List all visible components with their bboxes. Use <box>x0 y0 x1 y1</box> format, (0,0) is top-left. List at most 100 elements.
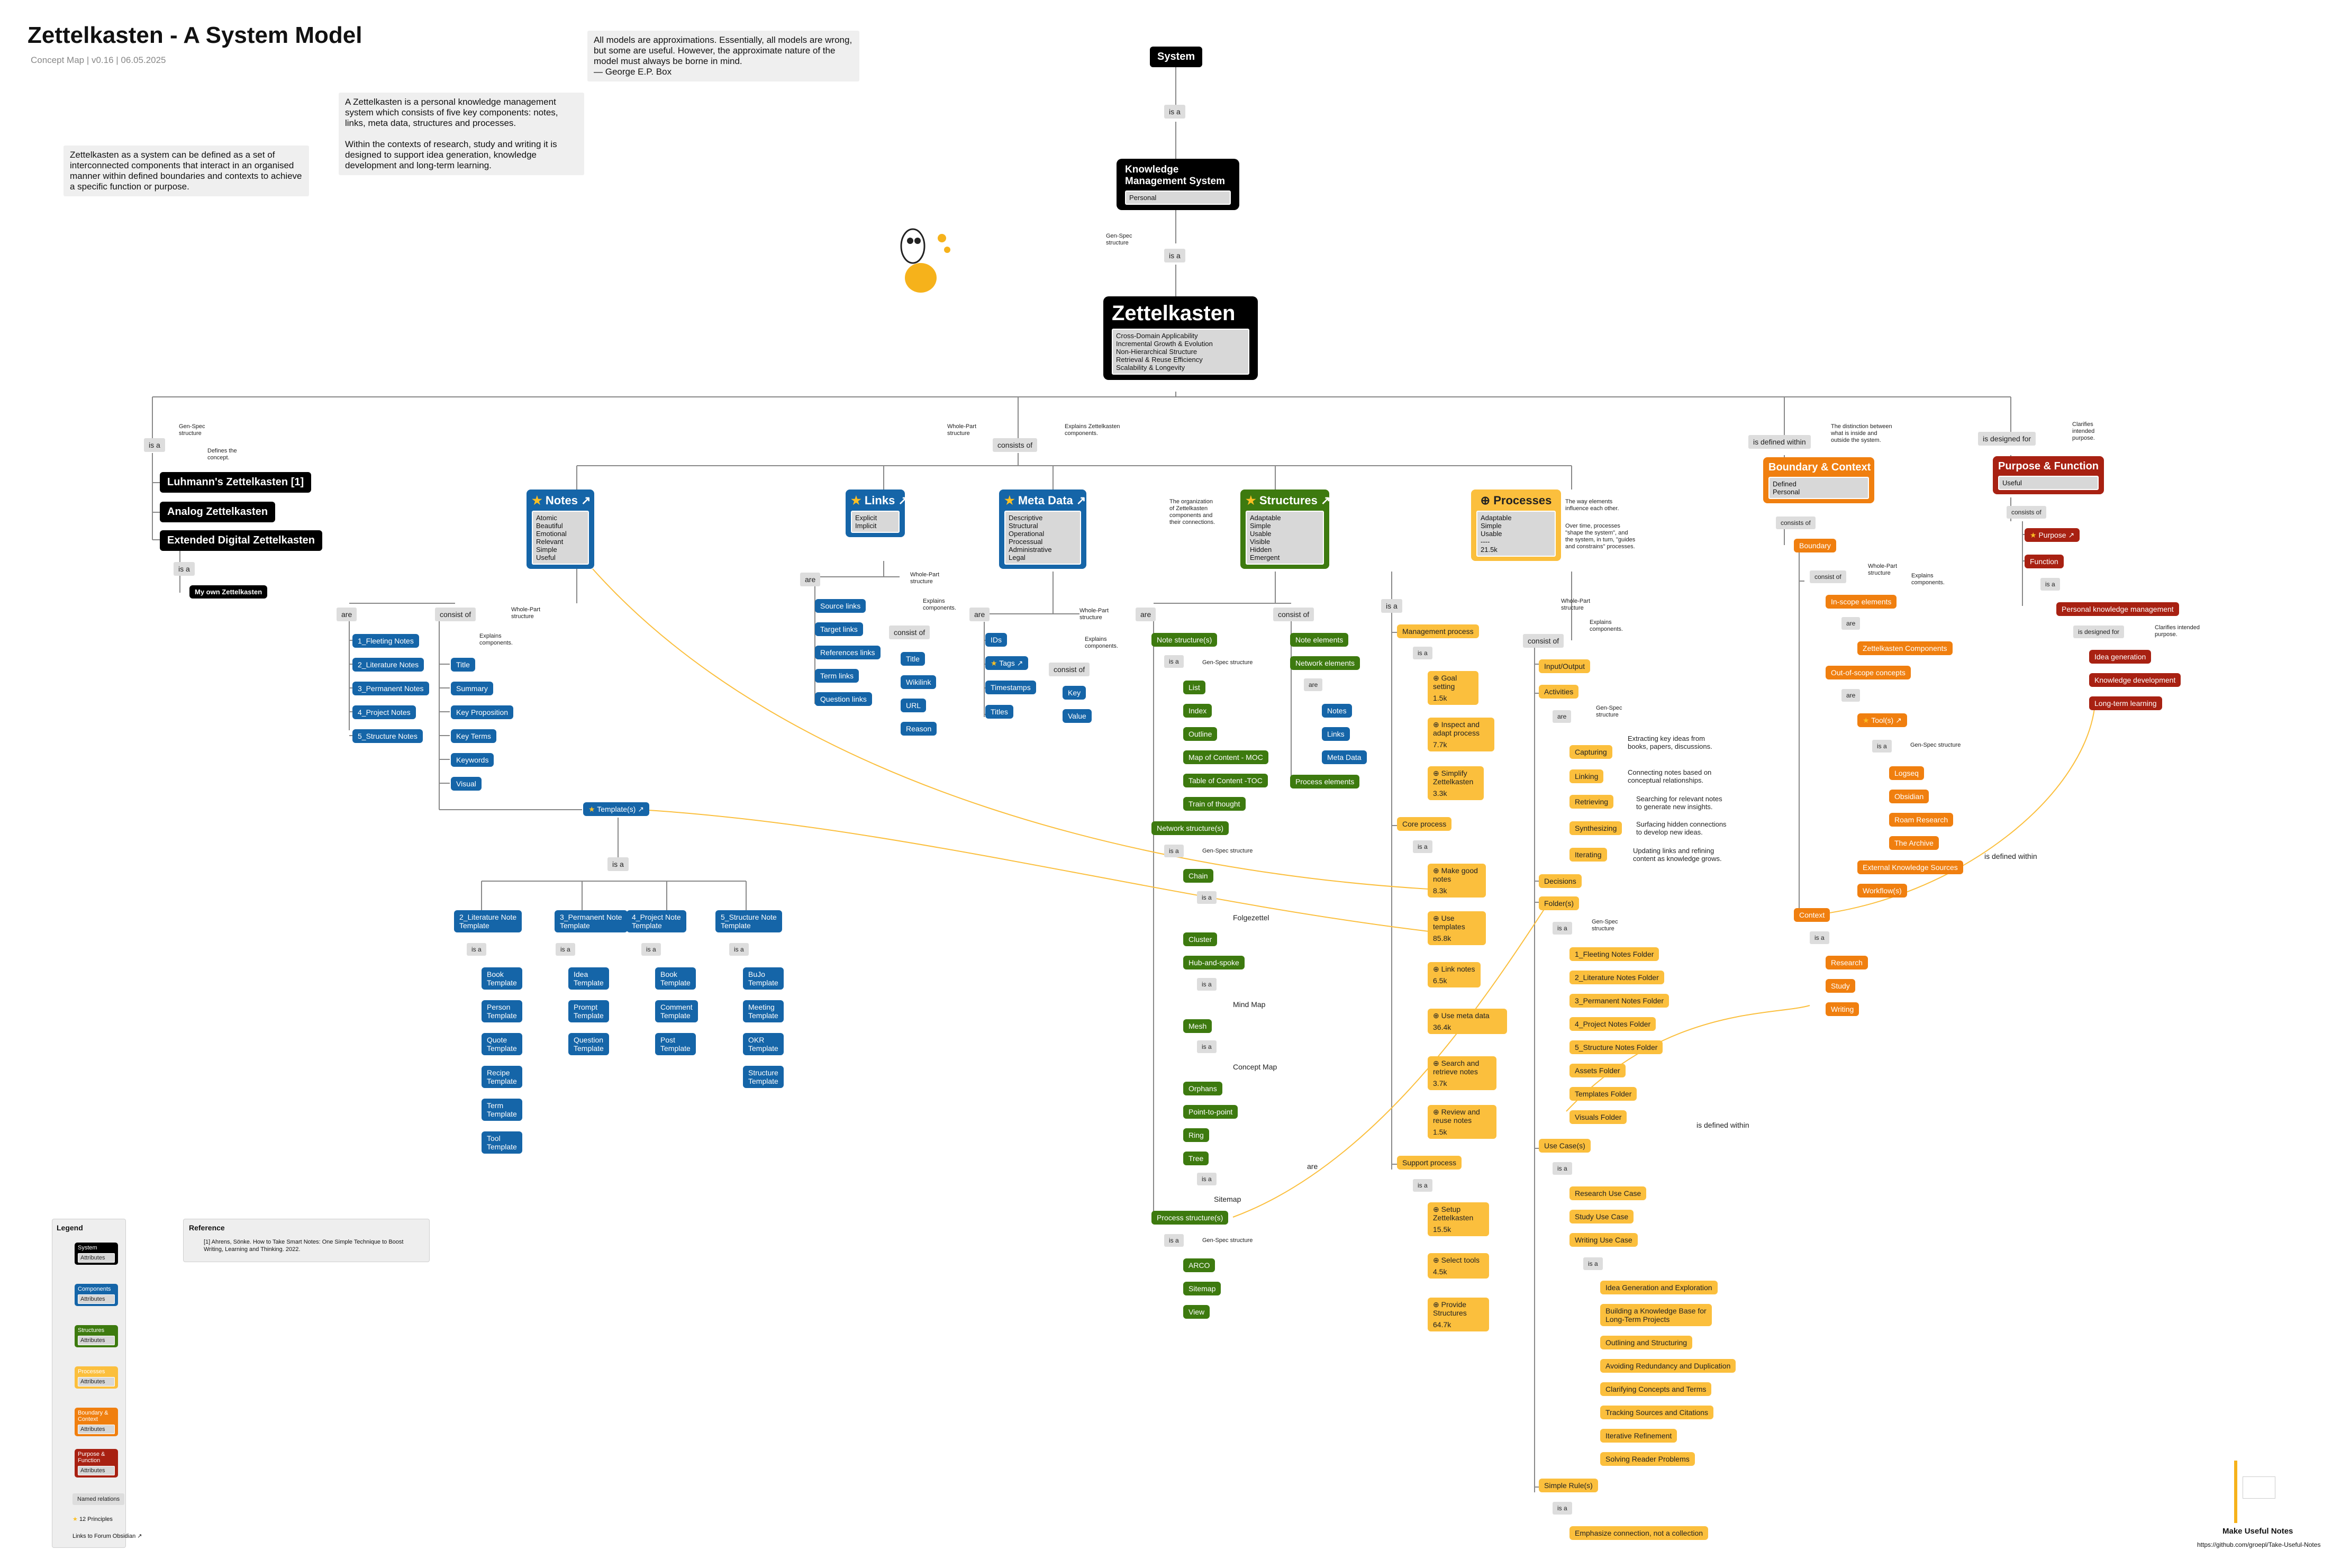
process-structure-node[interactable]: Process structure(s) <box>1151 1211 1229 1225</box>
folder-item[interactable]: 2_Literature Notes Folder <box>1569 971 1664 984</box>
writing-use-case-item[interactable]: Iterative Refinement <box>1600 1429 1677 1443</box>
network-structure-item[interactable]: Ring <box>1183 1128 1209 1142</box>
template-item[interactable]: Idea Template <box>568 967 609 990</box>
link-type-item[interactable]: Question links <box>815 692 872 706</box>
link-part-item[interactable]: Title <box>901 652 925 666</box>
note-part-item[interactable]: Summary <box>451 682 493 695</box>
rule-item[interactable]: Emphasize connection, not a collection <box>1569 1526 1709 1540</box>
note-structure-item[interactable]: Index <box>1183 704 1212 718</box>
network-structure-item[interactable]: Hub-and-spoke <box>1183 956 1245 969</box>
template-item[interactable]: Comment Template <box>655 1000 698 1022</box>
out-of-scope-item[interactable]: Workflow(s) <box>1857 884 1907 898</box>
link-type-item[interactable]: Source links <box>815 599 866 613</box>
external-link-icon[interactable]: ↗ <box>581 494 591 507</box>
process-structure-item[interactable]: Sitemap <box>1183 1282 1221 1295</box>
folder-item[interactable]: 1_Fleeting Notes Folder <box>1569 947 1659 961</box>
note-type-item[interactable]: 1_Fleeting Notes <box>352 634 419 648</box>
core-process-node[interactable]: Core process <box>1397 817 1452 831</box>
network-structure-item[interactable]: Chain <box>1183 869 1213 883</box>
own-zettelkasten-node[interactable]: My own Zettelkasten <box>189 585 268 599</box>
meta-data-component[interactable]: ★ Meta Data ↗ Descriptive Structural Ope… <box>999 490 1086 569</box>
network-structure-item[interactable]: Tree <box>1183 1152 1209 1165</box>
folder-item[interactable]: Assets Folder <box>1569 1064 1626 1077</box>
network-element-item[interactable]: Meta Data <box>1322 750 1367 764</box>
note-part-item[interactable]: Keywords <box>451 753 494 767</box>
note-structure-item[interactable]: Map of Content - MOC <box>1183 750 1268 764</box>
template-item[interactable]: Book Template <box>655 967 696 990</box>
folder-item[interactable]: Visuals Folder <box>1569 1110 1627 1124</box>
zettelkasten-node[interactable]: Zettelkasten Cross-Domain Applicability … <box>1103 296 1258 380</box>
use-case-item[interactable]: Study Use Case <box>1569 1210 1634 1223</box>
kms-node[interactable]: Knowledge Management System Personal <box>1117 159 1239 210</box>
brand-url[interactable]: https://github.com/groepl/Take-Useful-No… <box>2197 1541 2321 1548</box>
note-structure-node[interactable]: Note structure(s) <box>1151 633 1218 647</box>
network-structure-item[interactable]: Cluster <box>1183 932 1218 946</box>
template-item[interactable]: Prompt Template <box>568 1000 609 1022</box>
activity-item[interactable]: Synthesizing <box>1569 821 1622 835</box>
writing-use-case-item[interactable]: Idea Generation and Exploration <box>1600 1281 1718 1294</box>
template-item[interactable]: Tool Template <box>482 1131 522 1154</box>
activity-item[interactable]: Retrieving <box>1569 795 1614 809</box>
template-item[interactable]: Structure Template <box>743 1066 784 1088</box>
external-link-icon[interactable]: ↗ <box>898 494 908 507</box>
link-type-item[interactable]: References links <box>815 646 881 659</box>
use-case-item[interactable]: Writing Use Case <box>1569 1233 1638 1247</box>
template-item[interactable]: Meeting Template <box>743 1000 784 1022</box>
note-structure-item[interactable]: List <box>1183 681 1205 694</box>
context-item[interactable]: Research <box>1826 956 1868 969</box>
link-part-item[interactable]: Reason <box>901 722 937 736</box>
template-item[interactable]: Book Template <box>482 967 522 990</box>
network-element-item[interactable]: Notes <box>1322 704 1352 718</box>
support-process-node[interactable]: Support process <box>1397 1156 1462 1170</box>
writing-use-case-item[interactable]: Building a Knowledge Base for Long-Term … <box>1600 1304 1712 1326</box>
note-structure-item[interactable]: Train of thought <box>1183 797 1246 811</box>
context-item[interactable]: Writing <box>1826 1002 1859 1016</box>
link-part-item[interactable]: URL <box>901 699 927 712</box>
note-type-item[interactable]: 3_Permanent Notes <box>352 682 429 695</box>
boundary-context-component[interactable]: Boundary & Context Defined Personal <box>1763 457 1874 503</box>
notes-component[interactable]: ★ Notes ↗ Atomic Beautiful Emotional Rel… <box>527 490 594 569</box>
purpose-node[interactable]: ★ Purpose ↗ <box>2025 528 2080 542</box>
writing-use-case-item[interactable]: Avoiding Redundancy and Duplication <box>1600 1359 1736 1373</box>
boundary-node[interactable]: Boundary <box>1794 539 1836 552</box>
external-link-icon[interactable]: ↗ <box>1321 494 1331 507</box>
activity-item[interactable]: Iterating <box>1569 848 1607 862</box>
template-item[interactable]: Post Template <box>655 1033 696 1055</box>
system-node[interactable]: System <box>1150 47 1203 67</box>
link-type-item[interactable]: Target links <box>815 622 863 636</box>
template-item[interactable]: BuJo Template <box>743 967 784 990</box>
structure-template-node[interactable]: 5_Structure Note Template <box>715 910 782 932</box>
analog-zettelkasten-node[interactable]: Analog Zettelkasten <box>160 502 276 522</box>
decisions-node[interactable]: Decisions <box>1539 874 1582 888</box>
meta-type-tags[interactable]: ★ Tags ↗ <box>985 656 1029 670</box>
template-item[interactable]: Recipe Template <box>482 1066 522 1088</box>
out-of-scope-node[interactable]: Out-of-scope concepts <box>1826 666 1911 679</box>
purpose-function-component[interactable]: Purpose & Function Useful <box>1993 456 2104 494</box>
folder-item[interactable]: 3_Permanent Notes Folder <box>1569 994 1670 1008</box>
process-structure-item[interactable]: View <box>1183 1305 1210 1319</box>
in-scope-node[interactable]: In-scope elements <box>1826 595 1897 609</box>
processes-component[interactable]: ⊕ Processes Adaptable Simple Usable ----… <box>1471 490 1561 561</box>
process-structure-item[interactable]: ARCO <box>1183 1258 1215 1272</box>
note-part-item[interactable]: Key Terms <box>451 729 496 743</box>
structure-element-item[interactable]: Note elements <box>1290 633 1349 647</box>
template-item[interactable]: Person Template <box>482 1000 522 1022</box>
template-node[interactable]: ★ Template(s) ↗ <box>583 802 649 816</box>
tools-node[interactable]: ★ Tool(s) ↗ <box>1857 713 1907 727</box>
simple-rules-node[interactable]: Simple Rule(s) <box>1539 1479 1598 1492</box>
permanent-template-node[interactable]: 3_Permanent Note Template <box>555 910 628 932</box>
writing-use-case-item[interactable]: Tracking Sources and Citations <box>1600 1406 1714 1419</box>
structure-element-item[interactable]: Network elements <box>1290 656 1360 670</box>
folder-item[interactable]: Templates Folder <box>1569 1087 1637 1101</box>
purpose-item[interactable]: Idea generation <box>2089 650 2152 664</box>
note-part-item[interactable]: Title <box>451 658 475 672</box>
use-cases-node[interactable]: Use Case(s) <box>1539 1139 1591 1153</box>
activity-item[interactable]: Capturing <box>1569 745 1612 759</box>
purpose-item[interactable]: Long-term learning <box>2089 696 2162 710</box>
